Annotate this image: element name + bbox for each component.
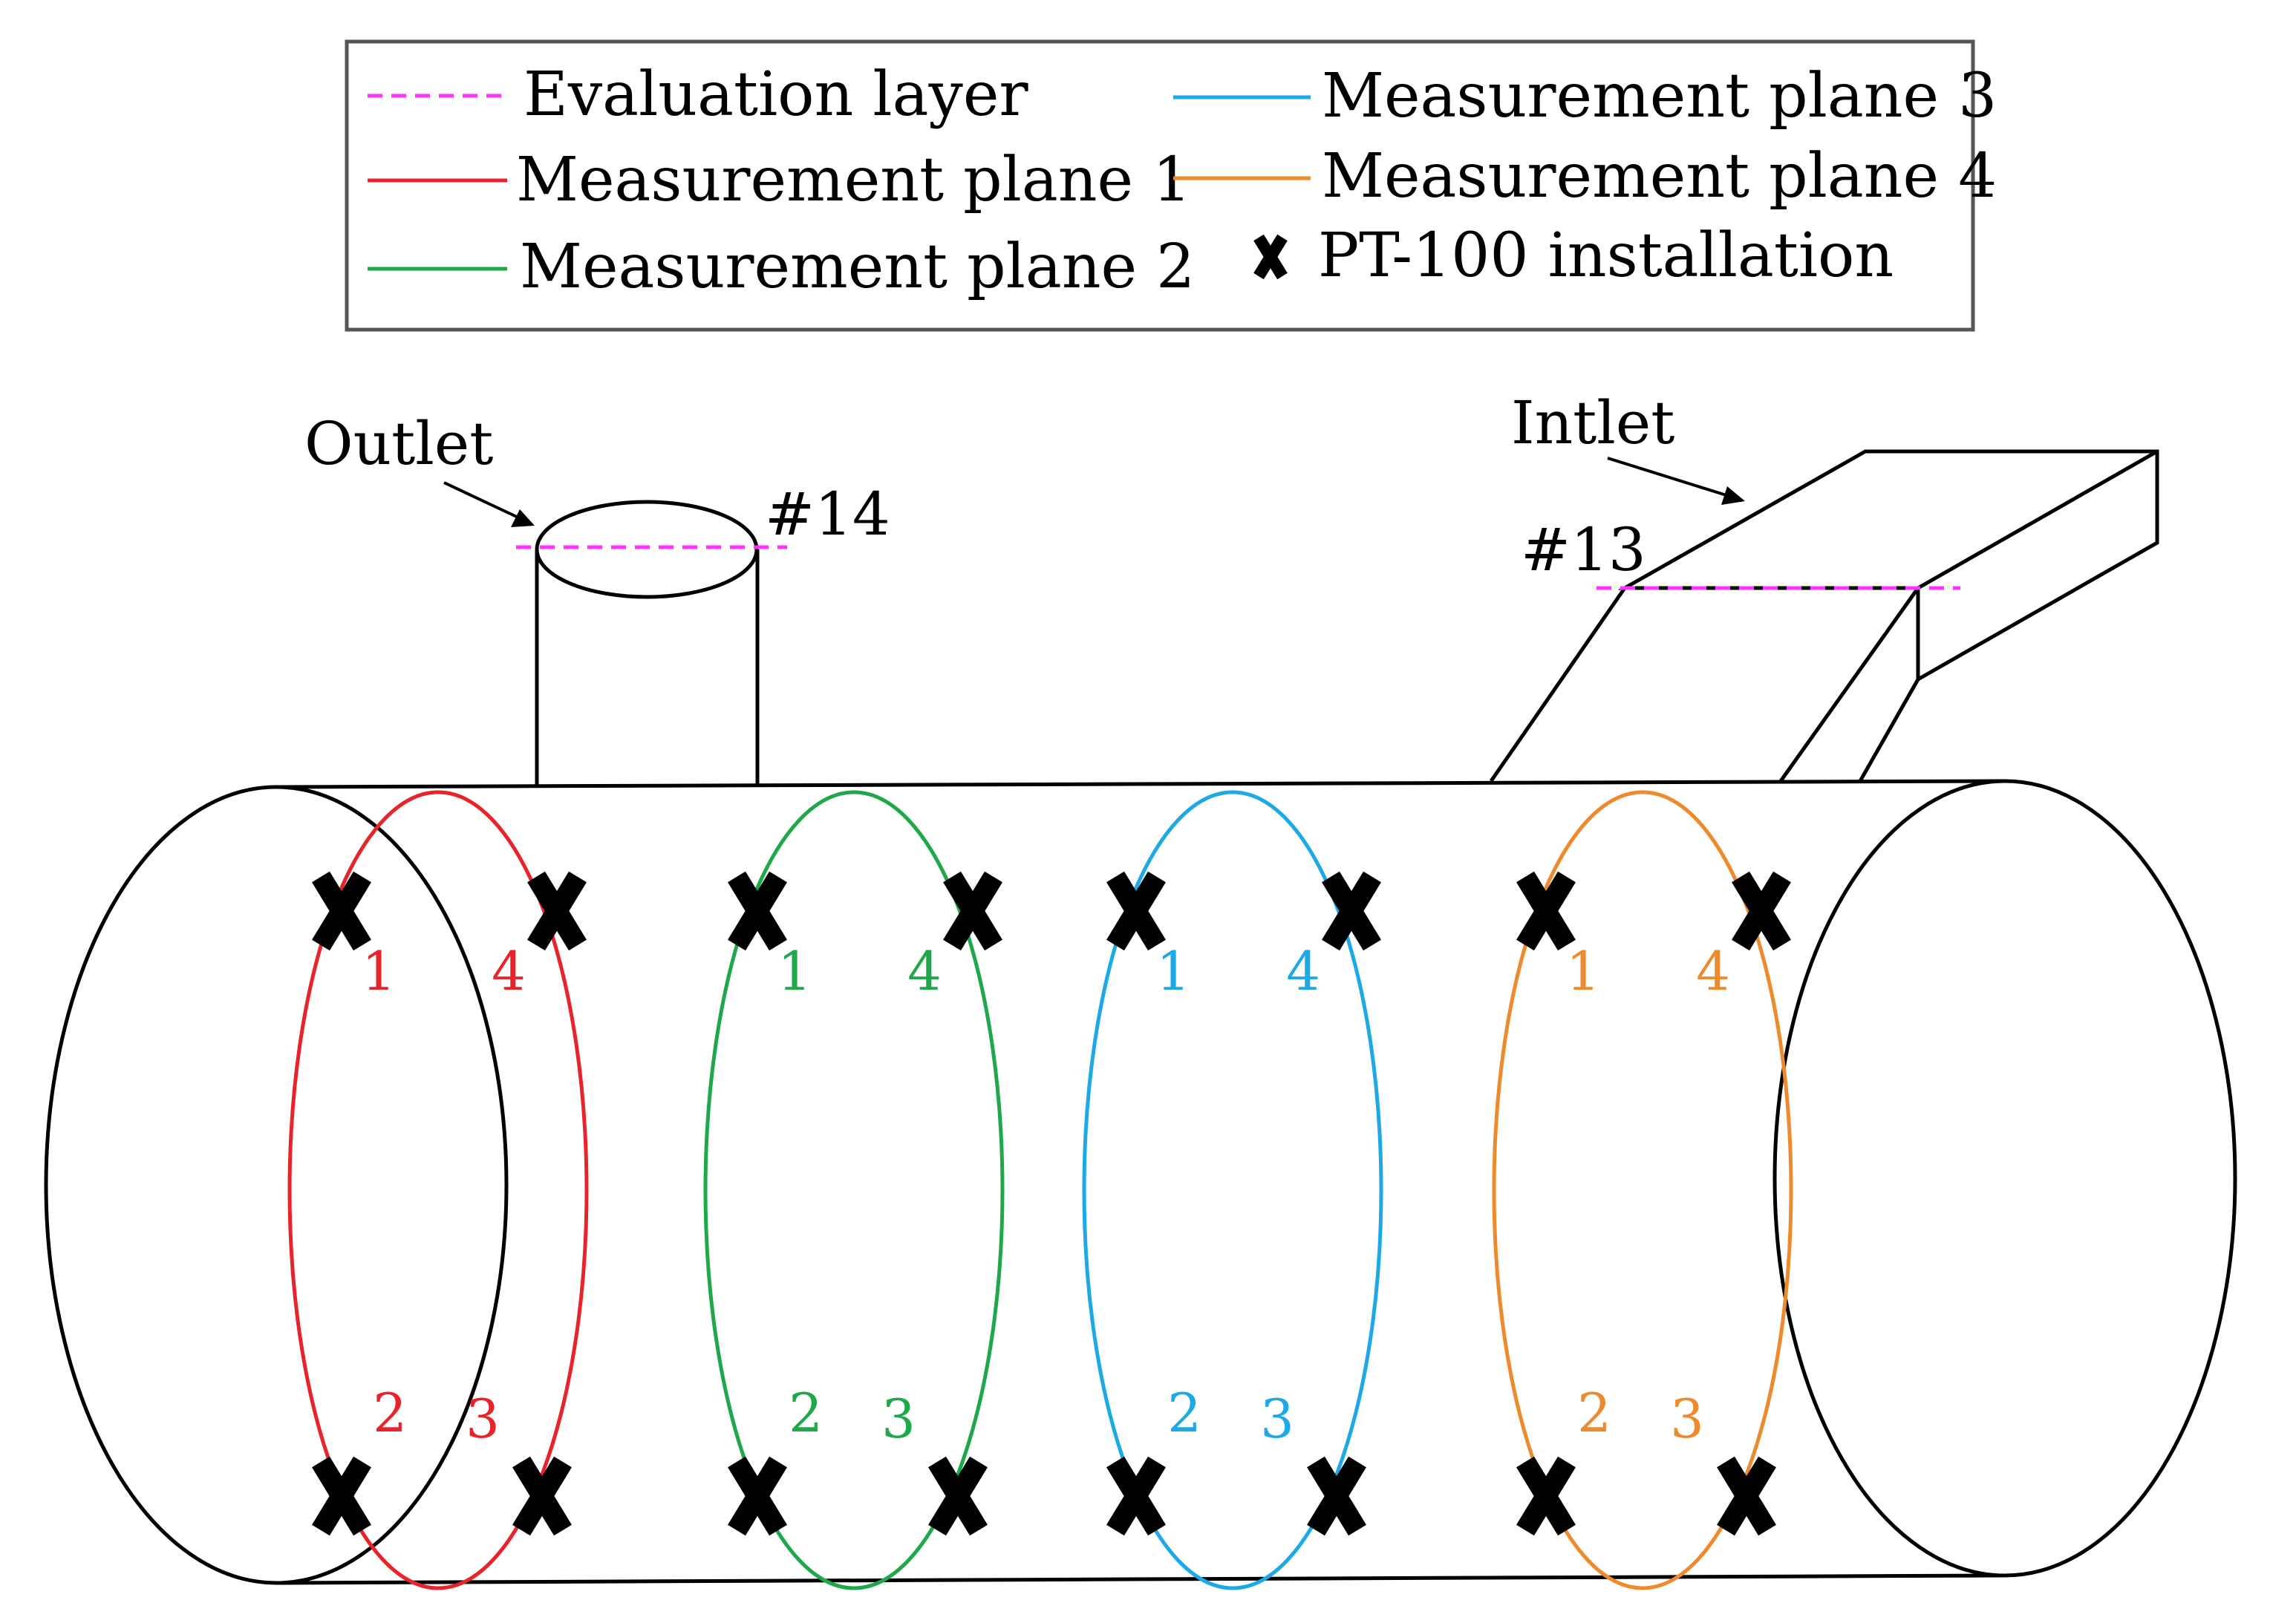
plane2-sensor-label: 2 <box>789 1382 823 1444</box>
pt100-cross-icon <box>312 871 371 951</box>
plane3-sensor-label: 2 <box>1167 1382 1201 1444</box>
outlet-callout: Outlet #14 <box>304 409 890 549</box>
plane2-sensor-label: 4 <box>907 940 942 1002</box>
pt100-cross-icon <box>1516 871 1576 951</box>
plane1-sensor-label: 2 <box>373 1382 407 1444</box>
plane1-ring <box>287 790 589 1590</box>
legend: Evaluation layer Measurement plane 1 Mea… <box>345 39 1997 332</box>
legend-box <box>345 39 1975 332</box>
tank-right-end <box>1772 779 2237 1578</box>
plane4-sensor-label: 4 <box>1696 940 1730 1002</box>
plane4-sensor-label: 2 <box>1577 1382 1611 1444</box>
plane1-sensor-label: 4 <box>492 940 526 1002</box>
pt100-cross-icon <box>943 871 1002 951</box>
inlet-arrow <box>1607 457 1729 497</box>
inlet-arrowhead <box>1721 486 1745 505</box>
plane4-ring <box>1492 790 1793 1590</box>
outlet-label: Outlet <box>304 409 493 478</box>
legend-pt100-label: PT-100 installation <box>1318 221 1894 291</box>
pt100-cross-icon <box>1307 1456 1366 1536</box>
plane3-sensor-label: 3 <box>1260 1388 1294 1450</box>
plane3-sensor-label: 4 <box>1286 940 1320 1002</box>
outlet-arrow <box>443 481 521 520</box>
pt100-cross-icon <box>312 1456 371 1536</box>
outlet-arrowhead <box>511 509 535 527</box>
cross-mark-icon <box>1253 234 1288 280</box>
pt100-cross-icon <box>1322 871 1381 951</box>
inlet-duct <box>1489 449 2159 783</box>
pt100-cross-icon <box>728 871 787 951</box>
inlet-callout: Intlet #13 <box>1511 388 1745 584</box>
inlet-layer-label: #13 <box>1521 515 1646 584</box>
pt100-cross-icon <box>512 1456 572 1536</box>
pt100-cross-icon <box>928 1456 988 1536</box>
pt100-cross-icon <box>1516 1456 1576 1536</box>
plane4-sensor-label: 3 <box>1670 1388 1704 1450</box>
plane3-sensor-label: 1 <box>1156 940 1190 1002</box>
plane2-ring <box>703 790 1005 1590</box>
legend-plane4-label: Measurement plane 4 <box>1322 141 1997 212</box>
plane1-sensor-label: 3 <box>466 1388 500 1450</box>
inlet-label: Intlet <box>1511 388 1674 457</box>
pt100-cross-icon <box>728 1456 787 1536</box>
outlet-layer-label: #14 <box>765 480 890 549</box>
legend-plane2-label: Measurement plane 2 <box>520 232 1195 302</box>
pt100-cross-icon <box>1106 1456 1166 1536</box>
plane2-sensor-label: 3 <box>881 1388 916 1450</box>
plane2-sensor-label: 1 <box>777 940 812 1002</box>
tank-body <box>44 779 2237 1585</box>
plane4-sensor-label: 1 <box>1566 940 1600 1002</box>
pt100-cross-icon <box>1717 1456 1776 1536</box>
tank-left-end <box>44 785 509 1585</box>
plane1-sensor-label: 1 <box>362 940 396 1002</box>
outlet-pipe <box>535 500 760 787</box>
legend-plane3-label: Measurement plane 3 <box>1322 61 1997 131</box>
pt100-cross-icon <box>1732 871 1791 951</box>
pt100-cross-icon <box>527 871 587 951</box>
pt100-cross-icon <box>1106 871 1166 951</box>
plane3-ring <box>1082 790 1383 1590</box>
legend-evaluation-label: Evaluation layer <box>524 59 1028 130</box>
legend-plane1-label: Measurement plane 1 <box>516 145 1191 215</box>
